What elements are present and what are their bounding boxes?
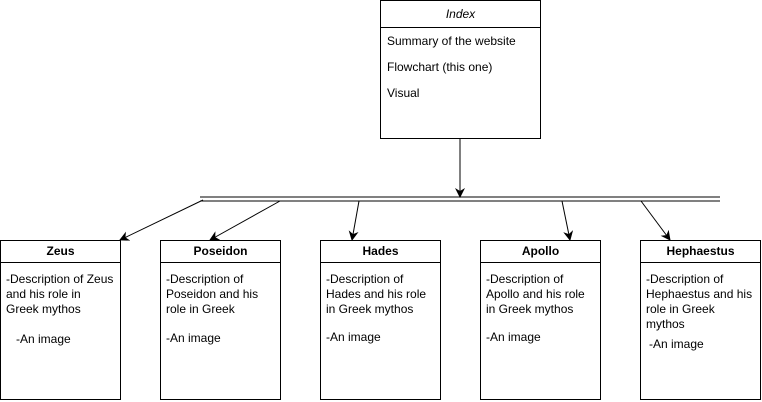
hades-description: -Description of Hades and his role in Gr… [326, 272, 427, 316]
hades-image-label: -An image [326, 330, 381, 344]
hephaestus-image-label: -An image [649, 337, 704, 351]
poseidon-image-label: -An image [166, 331, 221, 345]
zeus-description: -Description of Zeus and his role in Gre… [6, 272, 114, 316]
bus-to-hephaestus-arrow [640, 200, 671, 241]
zeus-title: Zeus [1, 241, 120, 263]
index-items: Summary of the website Flowchart (this o… [381, 28, 540, 106]
bus-to-apollo-arrow [561, 200, 574, 241]
poseidon-title: Poseidon [161, 241, 280, 263]
poseidon-box[interactable]: Poseidon -Description of Poseidon and hi… [160, 240, 281, 400]
hephaestus-box[interactable]: Hephaestus -Description of Hephaestus an… [640, 240, 761, 400]
hades-box[interactable]: Hades -Description of Hades and his role… [320, 240, 441, 400]
hephaestus-title: Hephaestus [641, 241, 760, 263]
zeus-box[interactable]: Zeus -Description of Zeus and his role i… [0, 240, 121, 400]
index-title: Index [381, 1, 540, 28]
index-item-visual: Visual [387, 86, 420, 100]
bus-to-poseidon-arrow [209, 200, 281, 241]
zeus-image-label: -An image [16, 332, 71, 346]
index-item-summary: Summary of the website [387, 34, 516, 48]
index-box[interactable]: Index Summary of the website Flowchart (… [380, 0, 541, 139]
hephaestus-description: -Description of Hephaestus and his role … [646, 272, 753, 331]
bus-to-hades-arrow [348, 200, 360, 241]
poseidon-description: -Description of Poseidon and his role in… [166, 272, 259, 318]
apollo-image-label: -An image [486, 330, 541, 344]
apollo-title: Apollo [481, 241, 600, 263]
hades-title: Hades [321, 241, 440, 263]
apollo-box[interactable]: Apollo -Description of Apollo and his ro… [480, 240, 601, 400]
bus-to-zeus-arrow [119, 199, 204, 241]
apollo-description: -Description of Apollo and his role in G… [486, 272, 585, 316]
index-item-flowchart: Flowchart (this one) [387, 60, 493, 74]
